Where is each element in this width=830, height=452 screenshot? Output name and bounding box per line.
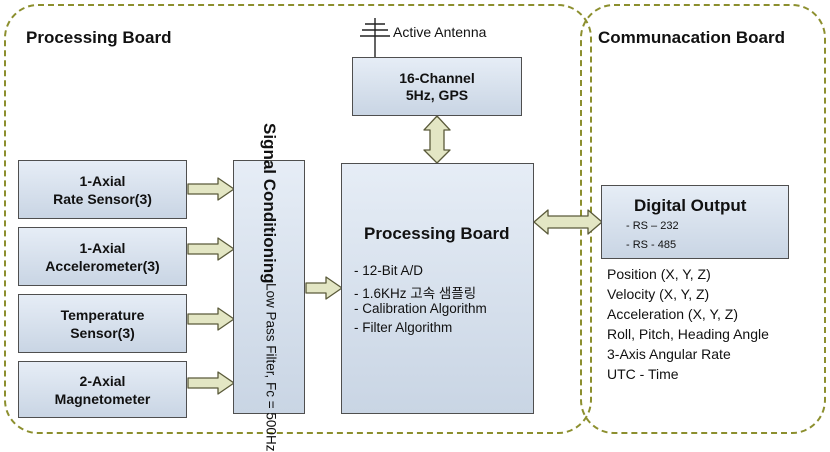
sensor-temperature-line1: Temperature [60,306,145,323]
antenna-icon [360,18,390,58]
gps-receiver-box: 16-Channel 5Hz, GPS [352,57,522,116]
sensor-rate-line2: Rate Sensor(3) [53,190,152,207]
processor-item-adc: - 12-Bit A/D [354,263,424,278]
processor-item-filter: - Filter Algorithm [354,320,453,335]
arrow-rate-sensor [187,177,235,201]
output-angular-rate: 3-Axis Angular Rate [607,346,731,362]
processing-board-title: Processing Board [26,28,172,47]
processor-title: Processing Board [364,224,510,243]
signal-conditioning-box: Signal Conditioning Low Pass Filter, Fc … [233,123,305,452]
sensor-temperature-line2: Sensor(3) [70,324,135,341]
output-position: Position (X, Y, Z) [607,266,711,282]
gps-line2: 5Hz, GPS [405,86,469,103]
sensor-rate: 1-Axial Rate Sensor(3) [18,160,187,219]
antenna-label: Active Antenna [393,24,487,40]
sensor-temperature: Temperature Sensor(3) [18,294,187,353]
output-acceleration: Acceleration (X, Y, Z) [607,306,738,322]
gps-line1: 16-Channel [399,69,475,86]
arrow-signal-to-processor [305,276,343,300]
arrow-accelerometer [187,237,235,261]
processor-item-sampling: - 1.6KHz 고속 샘플링 [354,286,477,301]
output-utc-time: UTC - Time [607,366,679,382]
digital-output-title: Digital Output [634,196,747,215]
arrow-processor-digital [533,209,603,235]
sensor-accelerometer-line1: 1-Axial [79,239,126,256]
arrow-temperature [187,307,235,331]
connector-arrows [187,18,603,395]
output-attitude: Roll, Pitch, Heading Angle [607,326,769,342]
sensor-accelerometer-line2: Accelerometer(3) [45,257,160,274]
signal-conditioning-title: Signal Conditioning [260,122,279,284]
sensor-magnetometer-line2: Magnetometer [54,390,151,407]
arrow-gps-processor [423,115,451,164]
digital-output-rs232: - RS – 232 [626,220,679,232]
digital-output-box: Digital Output - RS – 232 - RS - 485 [601,185,789,259]
sensor-rate-line1: 1-Axial [79,172,126,189]
output-velocity: Velocity (X, Y, Z) [607,286,710,302]
arrow-magnetometer [187,371,235,395]
processor-item-calibration: - Calibration Algorithm [354,301,487,316]
sensor-magnetometer-line1: 2-Axial [79,372,126,389]
communication-board-title: Communacation Board [598,28,786,47]
signal-conditioning-subtitle: Low Pass Filter, Fc = 500Hz [263,283,279,452]
sensor-magnetometer: 2-Axial Magnetometer [18,361,187,418]
processor-box: Processing Board - 12-Bit A/D - 1.6KHz 고… [341,163,534,414]
sensor-accelerometer: 1-Axial Accelerometer(3) [18,227,187,286]
digital-output-rs485: - RS - 485 [626,239,677,251]
